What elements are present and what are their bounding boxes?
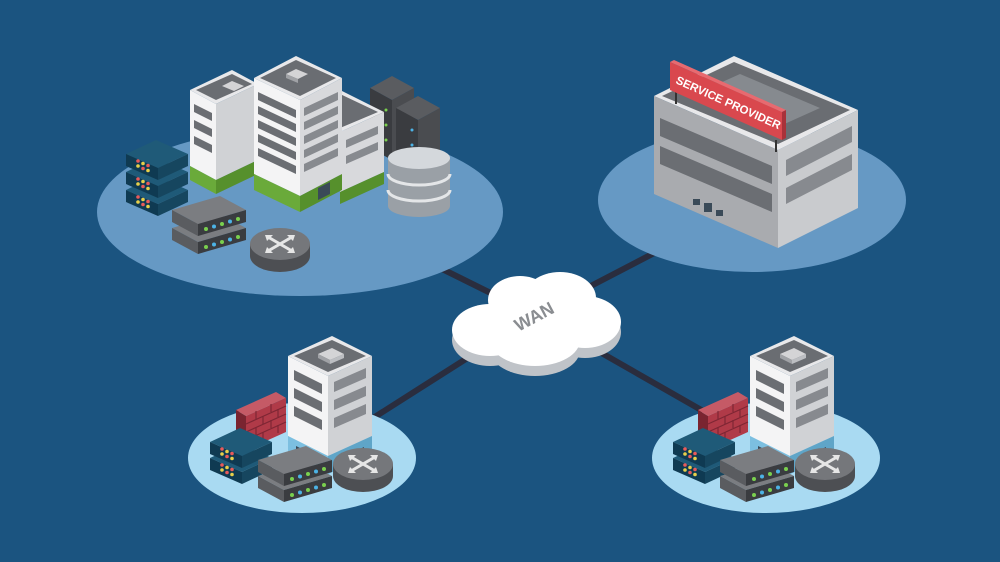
headquarters-site	[97, 56, 503, 296]
rack-server-icon	[126, 140, 188, 216]
router-icon	[793, 446, 857, 494]
router-icon	[331, 446, 395, 494]
wan-cloud-icon: WAN	[452, 272, 621, 376]
service-provider-site: SERVICE PROVIDER	[598, 56, 906, 272]
database-icon	[386, 147, 452, 217]
branch-site-right	[652, 336, 880, 513]
router-icon	[248, 226, 312, 274]
branch-site-left	[188, 336, 416, 513]
office-building-icon	[254, 56, 342, 212]
office-building-icon	[190, 70, 258, 194]
